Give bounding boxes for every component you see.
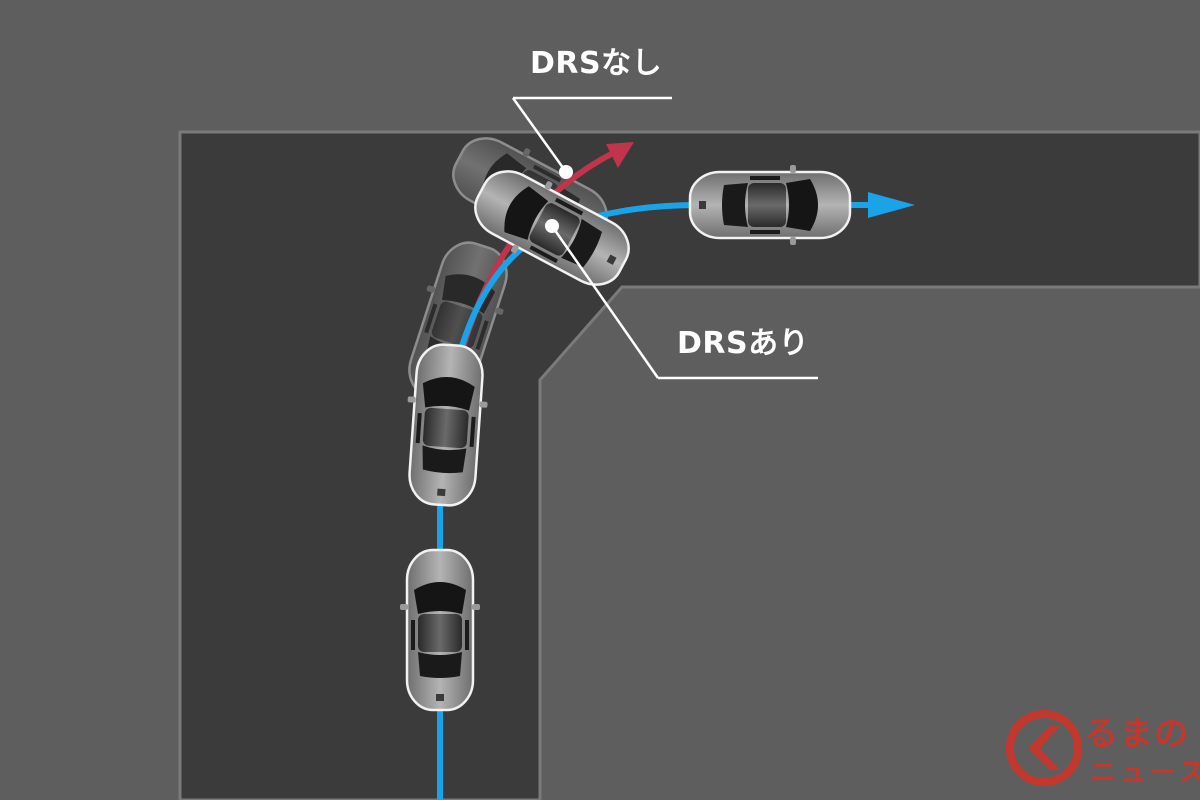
arrow-head-without-drs — [606, 142, 634, 168]
logo: るまの ニュース — [1006, 700, 1200, 795]
car-exit — [688, 163, 852, 247]
callout-with-drs — [545, 219, 818, 380]
callout-without-drs — [511, 96, 672, 179]
arrow-head-with-drs — [868, 192, 915, 218]
logo-text-sub: ニュース — [1090, 758, 1200, 788]
car-approach — [398, 548, 482, 712]
logo-text-main: るまの — [1084, 714, 1189, 754]
logo-circle-icon — [1006, 710, 1082, 786]
label-with-drs: DRSあり — [677, 326, 810, 361]
label-without-drs: DRSなし — [530, 46, 663, 81]
